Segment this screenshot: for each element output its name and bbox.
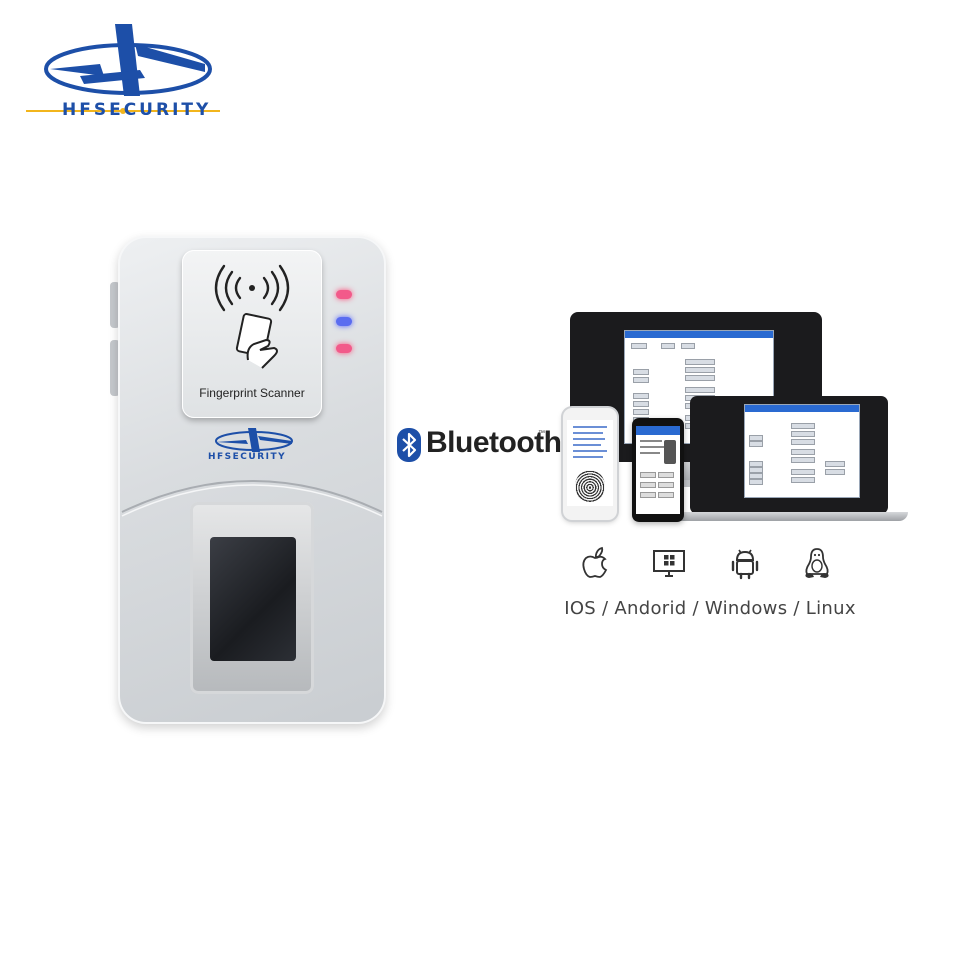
device-brand-logo: HFSECURITY (200, 426, 304, 470)
bluetooth-icon (397, 428, 421, 462)
fingerprint-image-icon (575, 470, 605, 502)
fingerprint-sensor[interactable] (210, 537, 296, 661)
laptop (690, 396, 888, 514)
card-tap-icon (235, 313, 278, 369)
laptop-app-window (744, 404, 860, 498)
device-logo-emblem-icon (215, 428, 293, 452)
side-button-upper (110, 282, 120, 328)
logo-text: HFSECURITY (62, 100, 212, 120)
android-phone-screen (636, 426, 680, 514)
side-button-lower (110, 340, 120, 396)
apple-icon (582, 546, 608, 578)
panel-label: Fingerprint Scanner (199, 386, 305, 400)
brand-logo: HFSECURITY (20, 14, 230, 124)
iphone-screen (567, 420, 613, 506)
linux-icon (805, 548, 829, 578)
laptop-base (672, 512, 908, 521)
status-led-1 (336, 290, 352, 299)
bluetooth-label: Bluetooth (426, 426, 562, 459)
status-led-3 (336, 344, 352, 353)
contactless-icon (214, 264, 290, 369)
device-logo-text: HFSECURITY (208, 452, 287, 462)
rfid-reader-panel (182, 250, 322, 418)
trademark-mark: ™ (538, 430, 545, 437)
logo-emblem-icon (26, 24, 220, 114)
supported-platforms-label: IOS / Andorid / Windows / Linux (564, 598, 856, 619)
status-led-2 (336, 317, 352, 326)
body-seam (121, 480, 383, 517)
android-icon (731, 549, 759, 580)
windows-icon (653, 550, 685, 577)
